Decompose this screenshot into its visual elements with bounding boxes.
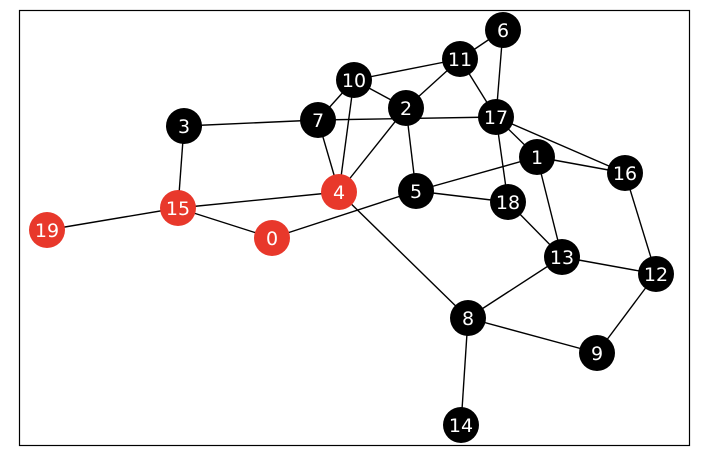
- node-label-11: 11: [448, 49, 472, 71]
- node-circle-16: [607, 155, 643, 191]
- node-label-16: 16: [613, 163, 637, 185]
- node-circle-12: [638, 256, 674, 292]
- node-19: 19: [29, 212, 65, 248]
- node-label-10: 10: [342, 70, 366, 92]
- node-label-5: 5: [410, 181, 422, 203]
- edge-17-16: [495, 116, 626, 174]
- edge-0-5: [271, 190, 417, 239]
- node-label-2: 2: [400, 98, 412, 120]
- node-6: 6: [485, 12, 521, 48]
- node-10: 10: [336, 62, 372, 98]
- node-circle-0: [254, 220, 290, 256]
- node-label-9: 9: [591, 343, 603, 365]
- edge-10-4: [338, 79, 355, 193]
- node-label-8: 8: [462, 308, 474, 330]
- node-12: 12: [638, 256, 674, 292]
- node-1: 1: [519, 139, 555, 175]
- node-circle-18: [490, 184, 526, 220]
- node-15: 15: [160, 190, 196, 226]
- node-circle-2: [388, 90, 424, 126]
- node-18: 18: [490, 184, 526, 220]
- node-circle-3: [166, 108, 202, 144]
- node-14: 14: [443, 407, 479, 443]
- node-17: 17: [478, 99, 514, 135]
- node-5: 5: [398, 173, 434, 209]
- node-circle-1: [519, 139, 555, 175]
- node-3: 3: [166, 108, 202, 144]
- node-9: 9: [579, 335, 615, 371]
- node-circle-6: [485, 12, 521, 48]
- node-circle-8: [450, 300, 486, 336]
- node-label-0: 0: [266, 228, 278, 250]
- node-13: 13: [544, 239, 580, 275]
- node-11: 11: [442, 41, 478, 77]
- node-label-14: 14: [449, 415, 473, 437]
- edge-10-11: [353, 58, 461, 81]
- node-circle-15: [160, 190, 196, 226]
- node-label-7: 7: [312, 110, 324, 132]
- node-label-15: 15: [166, 198, 190, 220]
- node-circle-7: [300, 102, 336, 138]
- edge-8-13: [467, 256, 563, 319]
- edge-15-4: [177, 191, 340, 209]
- node-circle-19: [29, 212, 65, 248]
- node-circle-17: [478, 99, 514, 135]
- node-7: 7: [300, 102, 336, 138]
- node-circle-10: [336, 62, 372, 98]
- node-circle-4: [321, 174, 357, 210]
- node-circle-9: [579, 335, 615, 371]
- node-4: 4: [321, 174, 357, 210]
- edge-19-15: [46, 207, 179, 231]
- node-circle-14: [443, 407, 479, 443]
- node-label-1: 1: [531, 147, 543, 169]
- node-label-13: 13: [550, 247, 574, 269]
- edge-8-9: [467, 317, 598, 354]
- node-label-19: 19: [35, 220, 59, 242]
- node-circle-5: [398, 173, 434, 209]
- edge-4-8: [338, 191, 469, 319]
- node-16: 16: [607, 155, 643, 191]
- edge-1-5: [415, 156, 538, 192]
- node-label-4: 4: [333, 182, 345, 204]
- node-label-18: 18: [496, 192, 520, 214]
- node-circle-11: [442, 41, 478, 77]
- node-label-3: 3: [178, 116, 190, 138]
- node-label-12: 12: [644, 264, 668, 286]
- node-label-17: 17: [484, 107, 508, 129]
- node-label-6: 6: [497, 20, 509, 42]
- node-circle-13: [544, 239, 580, 275]
- node-0: 0: [254, 220, 290, 256]
- node-2: 2: [388, 90, 424, 126]
- node-8: 8: [450, 300, 486, 336]
- edge-3-7: [183, 119, 319, 127]
